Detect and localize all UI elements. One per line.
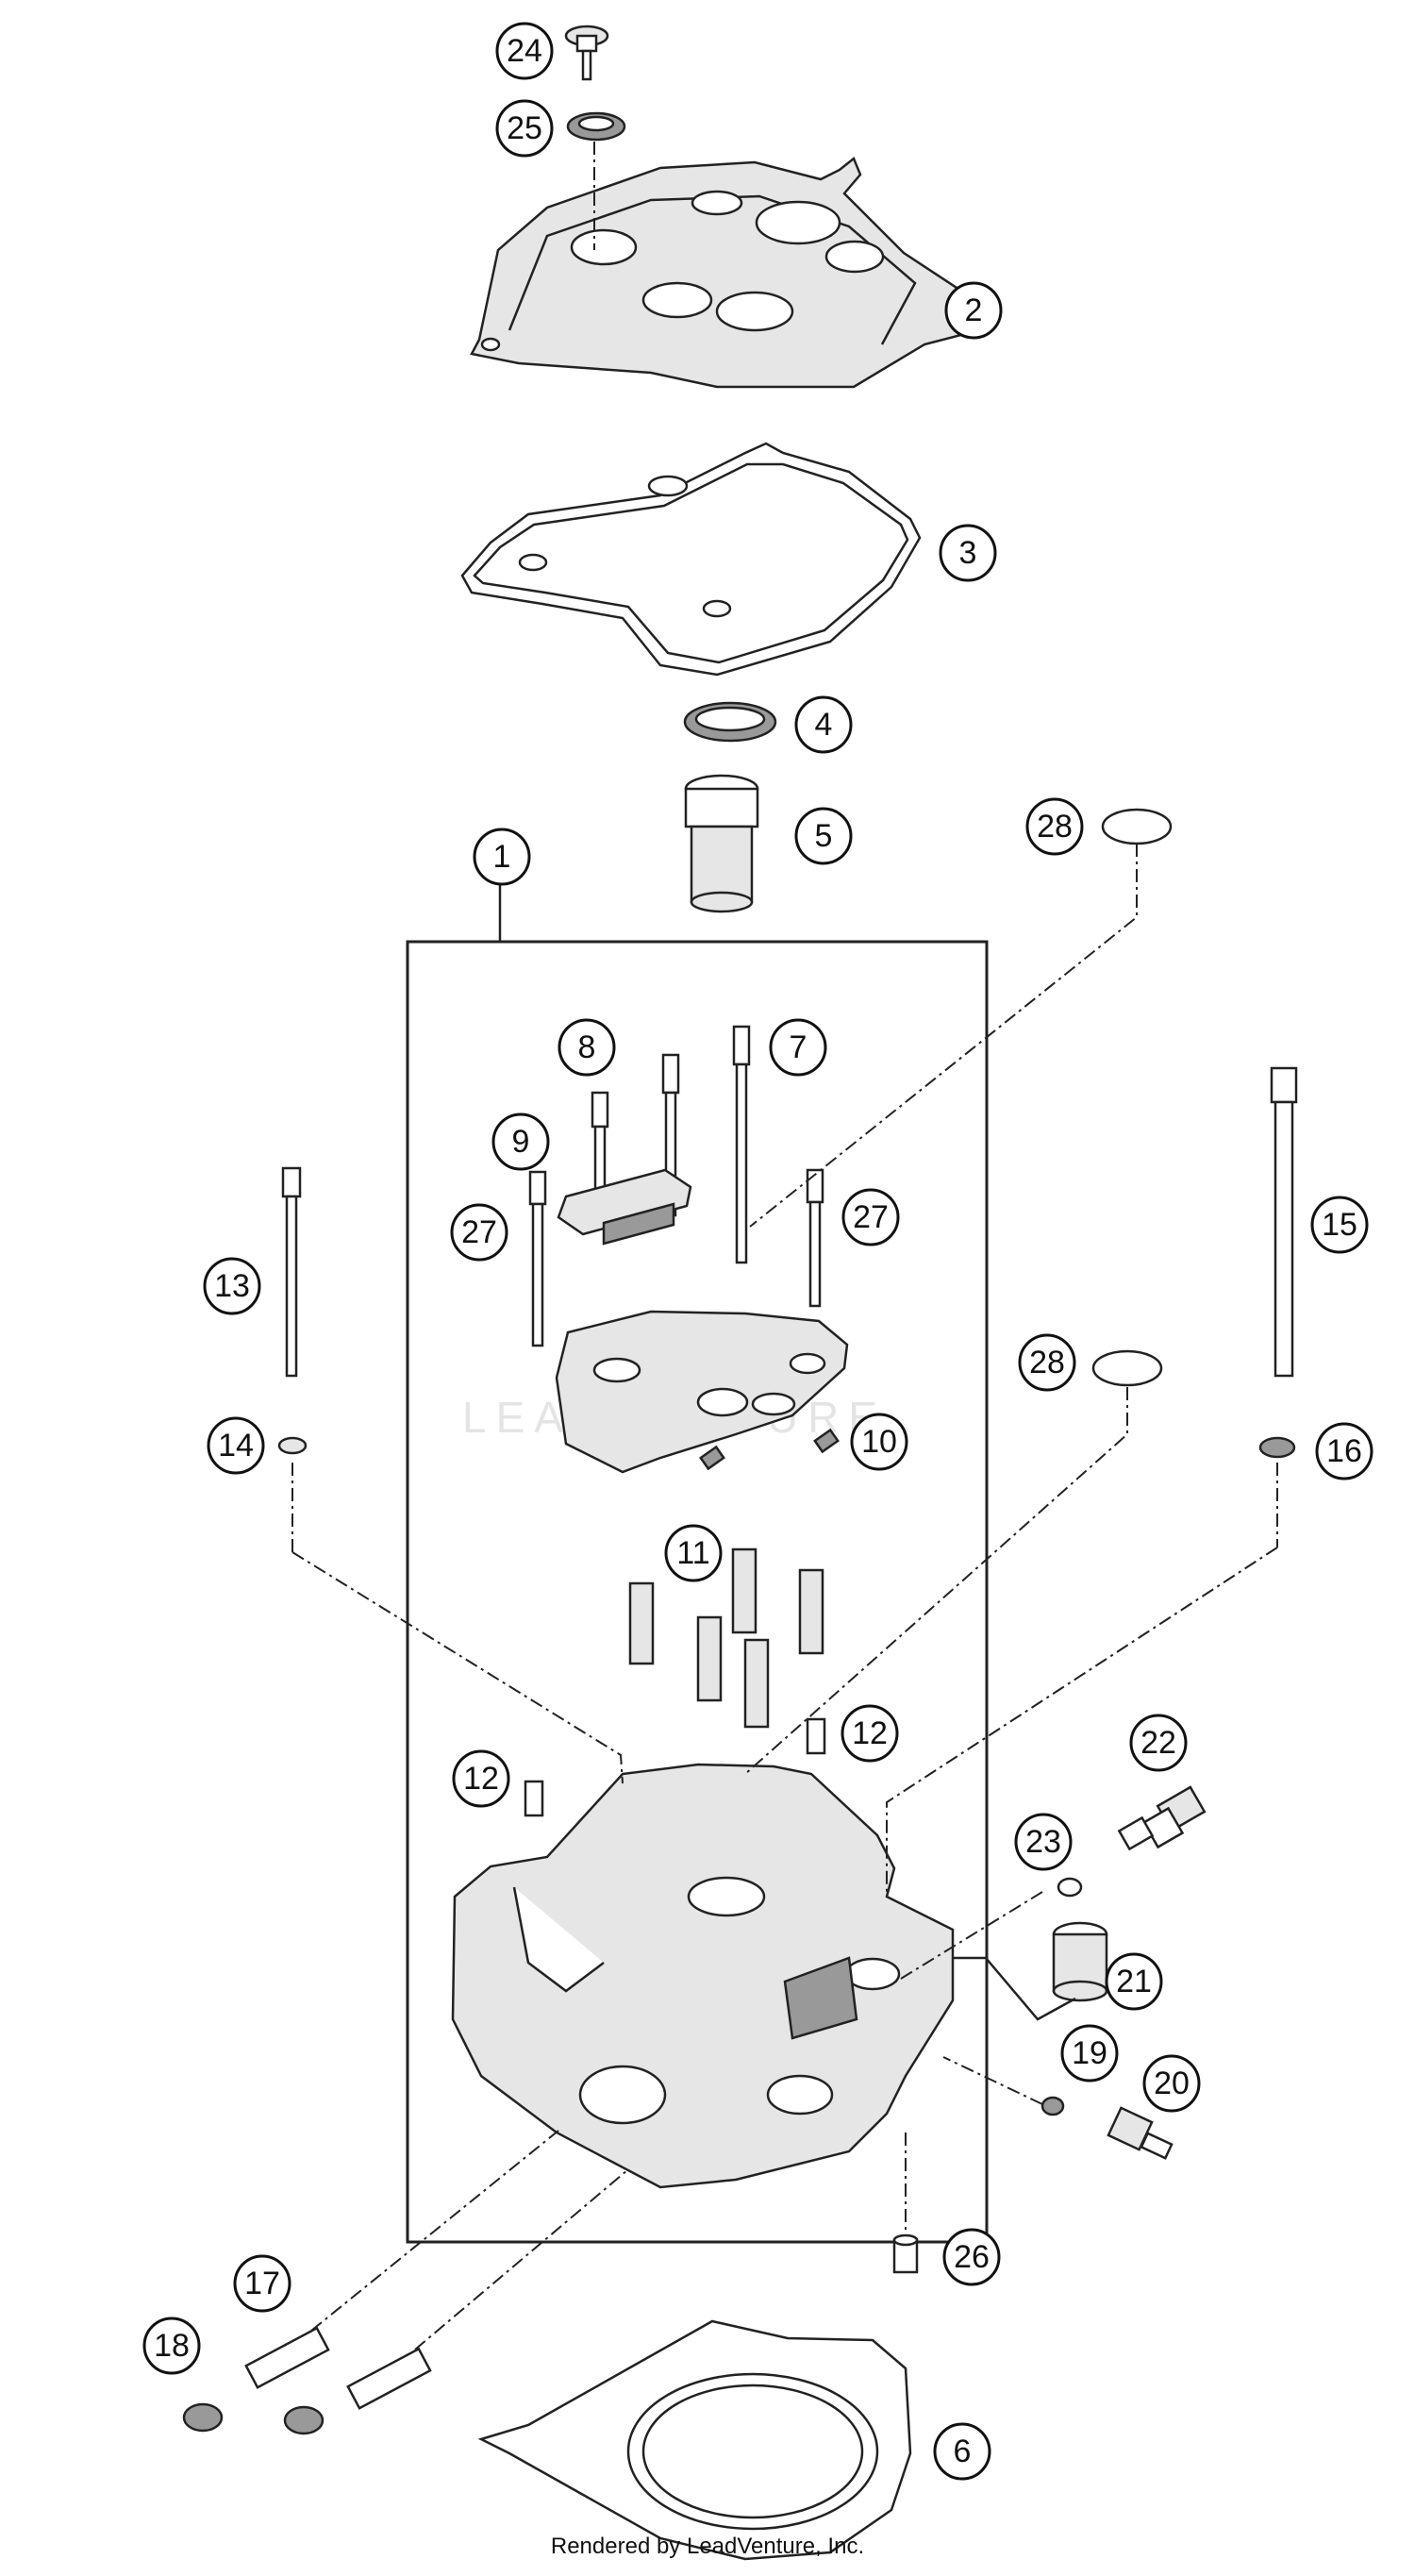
- svg-text:3: 3: [959, 535, 977, 571]
- callout-7: 7: [769, 1018, 827, 1077]
- callout-14: 14: [207, 1416, 265, 1475]
- svg-text:16: 16: [1326, 1433, 1362, 1469]
- leader-lines: [291, 142, 1278, 2350]
- long-bolt-13: [281, 1166, 302, 1378]
- callout-2: 2: [944, 281, 1003, 340]
- svg-text:12: 12: [852, 1715, 888, 1751]
- callout-25: 25: [495, 99, 554, 158]
- callout-23: 23: [1014, 1813, 1073, 1871]
- screw-26: [892, 2233, 919, 2274]
- washer-23: [1057, 1877, 1083, 1898]
- svg-text:14: 14: [218, 1428, 254, 1464]
- svg-text:5: 5: [815, 818, 833, 854]
- nut-18: [182, 2402, 325, 2435]
- callout-18: 18: [142, 2317, 201, 2375]
- washer-19: [1040, 2096, 1065, 2116]
- cylinder-head: [451, 1763, 955, 2189]
- cover-gasket: [460, 442, 922, 677]
- svg-text:2: 2: [965, 293, 983, 328]
- callout-28-top: 28: [1025, 797, 1084, 856]
- svg-text:8: 8: [578, 1029, 596, 1065]
- svg-text:4: 4: [815, 707, 833, 743]
- svg-text:6: 6: [954, 2434, 972, 2469]
- svg-text:23: 23: [1025, 1824, 1061, 1860]
- svg-text:21: 21: [1116, 1964, 1152, 1999]
- callout-19: 19: [1060, 2024, 1119, 2083]
- svg-text:7: 7: [790, 1029, 807, 1065]
- callout-3: 3: [939, 524, 997, 582]
- camshaft-bearing-bridge: [555, 1310, 849, 1474]
- callout-24: 24: [495, 22, 554, 80]
- pin-17: [244, 2326, 432, 2410]
- svg-text:17: 17: [244, 2266, 280, 2301]
- callout-4: 4: [794, 695, 853, 754]
- callout-12-right: 12: [841, 1704, 899, 1763]
- callout-12-left: 12: [452, 1749, 510, 1808]
- callout-13: 13: [203, 1257, 261, 1315]
- svg-text:22: 22: [1140, 1725, 1176, 1761]
- callout-20: 20: [1142, 2054, 1201, 2113]
- callout-26: 26: [942, 2228, 1001, 2286]
- callout-9: 9: [491, 1112, 550, 1171]
- callout-10: 10: [850, 1413, 908, 1471]
- fitting-21: [1052, 1921, 1108, 2002]
- svg-text:24: 24: [507, 33, 542, 69]
- o-ring-middle: [1091, 1349, 1163, 1387]
- callout-5: 5: [794, 807, 853, 865]
- svg-text:18: 18: [154, 2328, 190, 2364]
- seal-ring: [683, 701, 777, 743]
- svg-text:9: 9: [512, 1124, 530, 1160]
- svg-text:12: 12: [463, 1761, 499, 1797]
- callout-11: 11: [664, 1524, 723, 1582]
- cylinder-head-assembly-box: [406, 940, 989, 2244]
- temperature-sensor: [1117, 1785, 1207, 1851]
- callout-6: 6: [933, 2422, 991, 2481]
- callout-15: 15: [1310, 1196, 1369, 1254]
- valve-cover: [470, 156, 983, 389]
- callout-16: 16: [1315, 1422, 1373, 1480]
- callout-17: 17: [233, 2254, 291, 2313]
- washer-14: [277, 1436, 308, 1455]
- callout-27-right: 27: [841, 1188, 900, 1246]
- chain-guide-rail: [557, 1168, 692, 1246]
- svg-text:10: 10: [861, 1424, 897, 1460]
- dowel-pins: [524, 1717, 826, 1817]
- callout-8: 8: [558, 1018, 616, 1077]
- small-bolt-10: [699, 1428, 840, 1471]
- svg-text:28: 28: [1029, 1345, 1065, 1380]
- cover-seal-ring: [566, 111, 626, 142]
- sensor-20: [1107, 2106, 1174, 2160]
- cylinder-head-gasket: [477, 2319, 912, 2561]
- svg-text:1: 1: [493, 839, 511, 875]
- svg-text:19: 19: [1072, 2035, 1107, 2071]
- long-bolt-15: [1270, 1066, 1298, 1378]
- callout-22: 22: [1129, 1714, 1188, 1772]
- callout-28-middle: 28: [1018, 1333, 1076, 1392]
- svg-text:27: 27: [853, 1199, 889, 1235]
- footer-credit: Rendered by LeadVenture, Inc.: [550, 2534, 865, 2559]
- svg-text:28: 28: [1037, 809, 1073, 845]
- svg-text:15: 15: [1322, 1207, 1357, 1243]
- svg-text:20: 20: [1154, 2066, 1190, 2101]
- svg-text:13: 13: [214, 1268, 250, 1304]
- washer-16: [1258, 1436, 1296, 1459]
- svg-text:27: 27: [461, 1214, 497, 1250]
- valve-guides: [628, 1547, 824, 1729]
- camshaft-bearing-bolts: [528, 1025, 824, 1347]
- callout-21: 21: [1105, 1952, 1163, 2011]
- svg-text:25: 25: [507, 110, 542, 146]
- spark-plug-tube: [684, 774, 759, 913]
- svg-text:26: 26: [954, 2239, 990, 2275]
- callout-1: 1: [473, 828, 531, 886]
- callout-27-left: 27: [450, 1203, 508, 1262]
- o-ring-top: [1101, 808, 1173, 845]
- cover-screw: [564, 25, 609, 81]
- svg-text:11: 11: [676, 1535, 709, 1571]
